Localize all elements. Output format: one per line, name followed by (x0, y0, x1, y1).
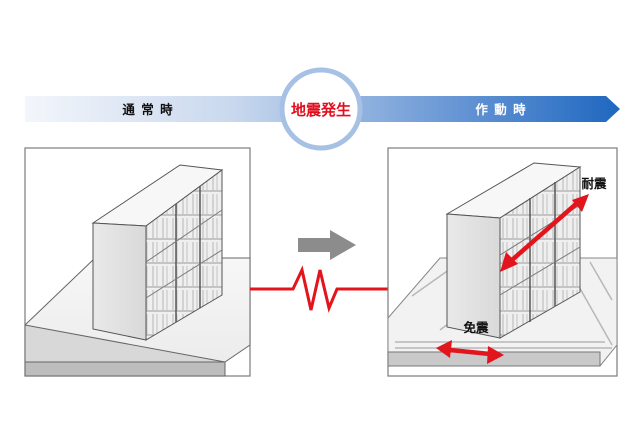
event-label: 地震発生 (291, 101, 351, 119)
base-isolation-label: 免震 (463, 320, 489, 335)
normal-state-label: 通 常 時 (122, 102, 173, 117)
cabinet-left (91, 164, 224, 341)
base-isolation-arrow (436, 340, 504, 364)
seismic-wave-line (250, 265, 388, 313)
cabinet-shelf-face-right (499, 166, 581, 339)
floor-slab-side-left (24, 361, 226, 377)
transition-arrow (298, 230, 356, 260)
seismic-resistance-arrow (500, 194, 589, 272)
active-state-panel: 耐震 免震 (387, 147, 618, 377)
normal-state-panel (24, 147, 251, 377)
cabinet-right (445, 162, 582, 339)
seismic-resistance-label: 耐震 (581, 176, 607, 191)
active-state-label: 作 動 時 (475, 102, 526, 117)
earthquake-event-badge: 地震発生 (279, 67, 363, 151)
cabinet-shelf-face-left (145, 169, 223, 341)
event-circle (279, 67, 363, 151)
cabinet-end-panel-left (92, 222, 147, 341)
